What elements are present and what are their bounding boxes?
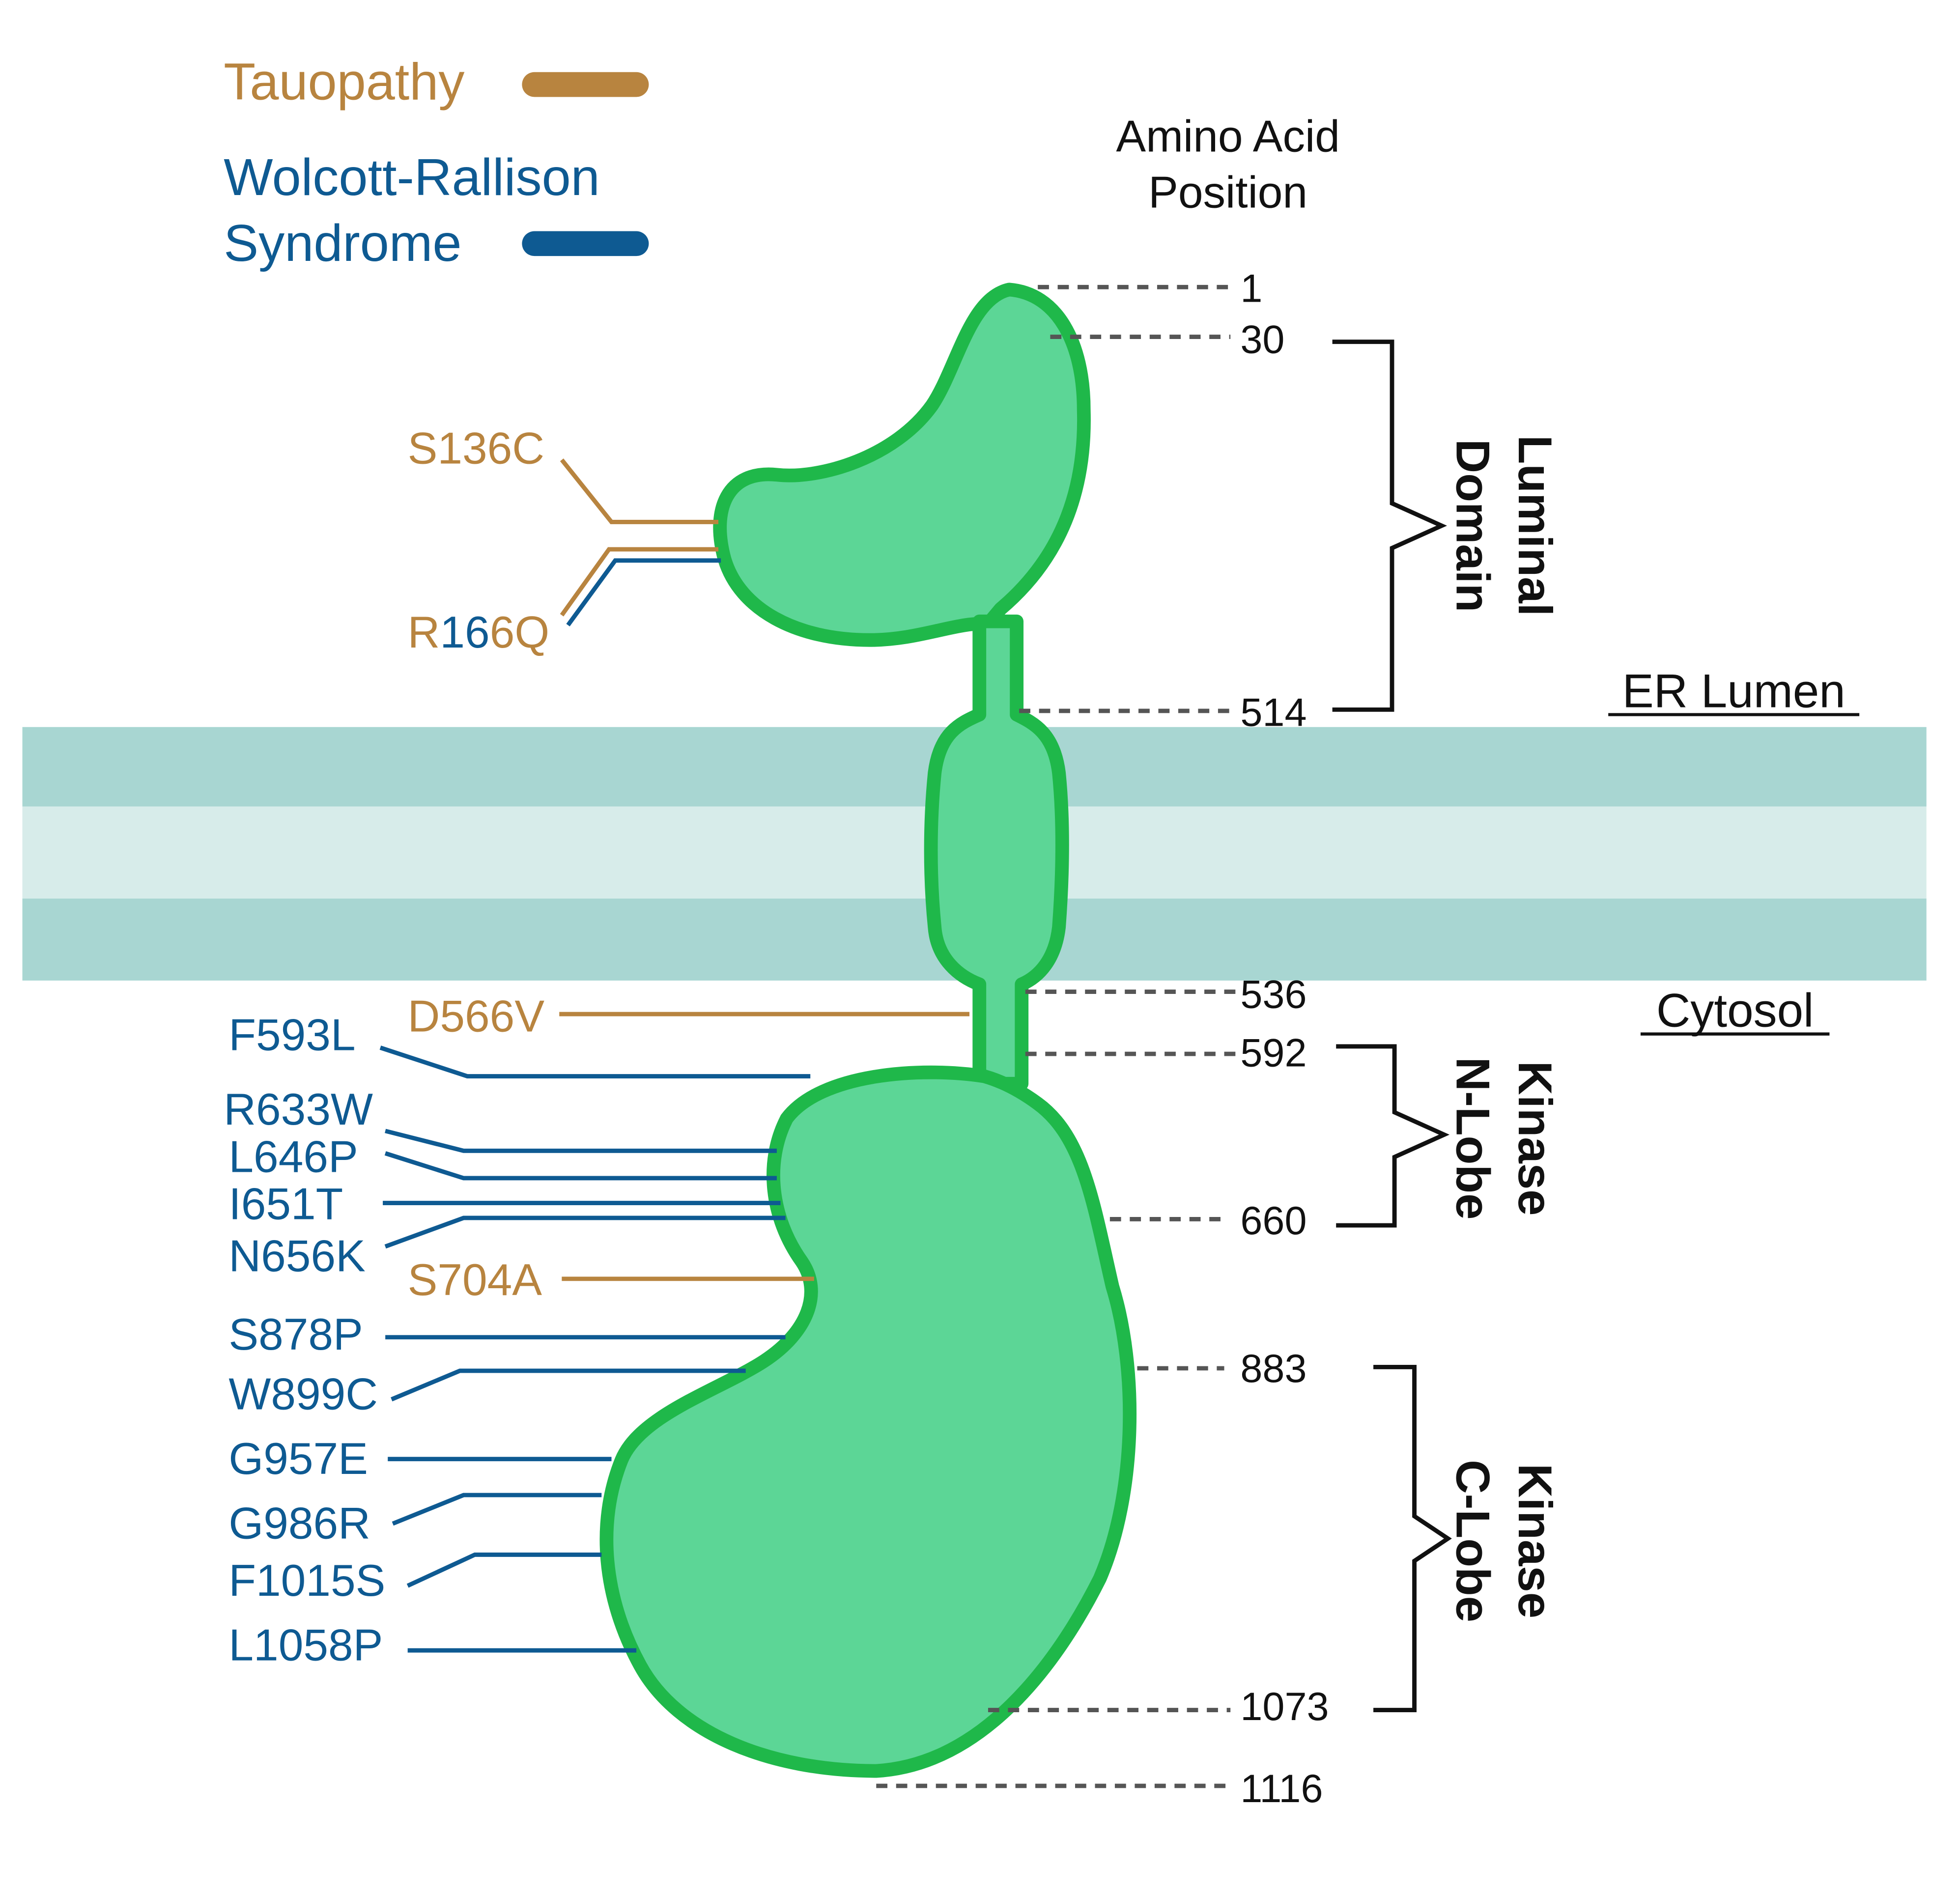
position-axis-title: Amino Acid Position (1116, 112, 1339, 218)
c-lobe-bracket (1373, 1365, 1452, 1713)
position-leaders (876, 284, 1237, 1788)
mutation-w899c: W899C (228, 1369, 378, 1419)
c-lobe-label-line1: Kinase (1508, 1464, 1561, 1618)
perk-protein (599, 283, 1137, 1778)
compartment-labels: ER Lumen Cytosol (1608, 665, 1860, 1037)
position-title-line1: Amino Acid (1116, 112, 1339, 162)
mutation-i651t: I651T (228, 1179, 343, 1229)
mutation-g986r: G986R (228, 1499, 370, 1549)
kinase-domain-shape (599, 1065, 1137, 1778)
mutation-g957e: G957E (228, 1434, 368, 1484)
position-ticks: 1 30 514 536 592 660 883 1073 1116 (1240, 267, 1329, 1811)
mutation-r633w: R633W (224, 1085, 373, 1134)
c-lobe-label-line2: C-Lobe (1447, 1460, 1499, 1622)
luminal-bracket (1332, 339, 1447, 712)
mutation-r166q: R166Q (408, 608, 550, 657)
domain-labels: Luminal Domain Kinase N-Lobe Kinase C-Lo… (1447, 435, 1561, 1622)
mutation-s878p: S878P (228, 1310, 363, 1359)
r166q-wrs-leader (566, 558, 721, 626)
tick-1: 1 (1240, 267, 1262, 311)
position-title-line2: Position (1148, 168, 1307, 217)
n-lobe-bracket (1336, 1044, 1450, 1228)
tick-1116: 1116 (1240, 1767, 1323, 1811)
mutation-d566v: D566V (408, 992, 545, 1042)
mutation-s704a: S704A (408, 1255, 542, 1305)
tick-514: 514 (1240, 690, 1307, 735)
n-lobe-label-line1: Kinase (1508, 1061, 1561, 1216)
mutation-leaders (379, 458, 969, 1653)
n656k-leader (384, 1216, 786, 1249)
er-lumen-label: ER Lumen (1622, 665, 1846, 717)
f593l-leader (379, 1046, 811, 1078)
w899c-leader (391, 1368, 746, 1402)
mutation-labels: S136C R166Q D566V F593L R633W L646P I651… (224, 424, 549, 1670)
l646p-leader (384, 1151, 777, 1181)
tick-536: 536 (1240, 972, 1307, 1017)
g986r-leader (392, 1493, 602, 1526)
f1015s-leader (406, 1552, 602, 1588)
mutation-s136c: S136C (408, 424, 544, 474)
n-lobe-label-line2: N-Lobe (1447, 1057, 1499, 1220)
legend-tauopathy-label: Tauopathy (224, 52, 464, 111)
mutation-n656k: N656K (228, 1232, 365, 1281)
s136c-leader (560, 458, 719, 524)
r166q-tau-leader (560, 547, 719, 617)
tick-660: 660 (1240, 1199, 1307, 1243)
legend-wrs-label-line2: Syndrome (224, 214, 461, 272)
legend-wrs-label-line1: Wolcott-Rallison (224, 148, 599, 206)
r166q-part-6q: 6Q (490, 608, 549, 657)
mutation-f1015s: F1015S (228, 1556, 385, 1606)
mutation-l646p: L646P (228, 1132, 358, 1182)
domain-brackets (1332, 339, 1452, 1713)
tick-592: 592 (1240, 1031, 1307, 1075)
tick-1073: 1073 (1240, 1685, 1329, 1729)
legend: Tauopathy Wolcott-Rallison Syndrome (224, 52, 649, 272)
cytosol-label: Cytosol (1656, 984, 1814, 1037)
r633w-leader (385, 1129, 777, 1153)
tick-30: 30 (1240, 317, 1284, 362)
luminal-domain-shape (713, 283, 1091, 647)
luminal-label-line1: Luminal (1508, 435, 1561, 616)
mutation-f593l: F593L (228, 1010, 355, 1060)
r166q-part-16: 16 (440, 608, 489, 657)
luminal-label-line2: Domain (1447, 439, 1499, 612)
tick-883: 883 (1240, 1347, 1307, 1391)
mutation-l1058p: L1058P (228, 1620, 383, 1670)
r166q-part-r: R (408, 608, 440, 657)
